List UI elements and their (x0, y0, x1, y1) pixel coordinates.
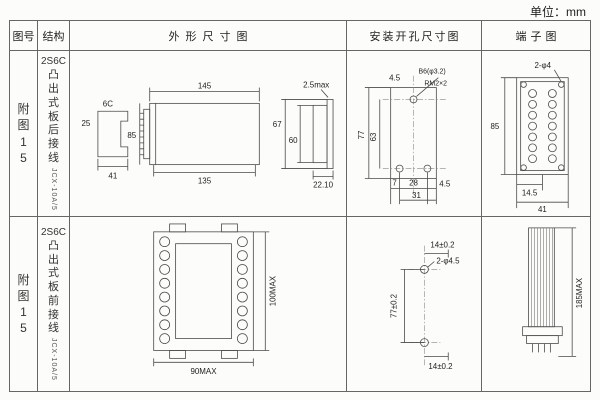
row1-model: 2S6C (40, 56, 66, 68)
drawing-table: 图号 结构 外形尺寸图 安装开孔尺寸图 端子图 附图15 2S6C 凸出式板后接… (9, 20, 591, 392)
dim-63: 63 (369, 131, 378, 140)
row2-structure-cell: 2S6C 凸出式板前接线 JCX-10A/5 (38, 217, 70, 391)
side-view (281, 88, 334, 179)
row2-install-drawing: 14±0.2 2-φ4.5 77±0.2 14±0.2 (390, 241, 461, 372)
dim-14-top: 14±0.2 (430, 241, 454, 250)
dim-31: 31 (412, 191, 421, 200)
row1-terminal-drawing: 2-φ4 85 14.5 41 (490, 60, 569, 214)
dim-22-10: 22.10 (313, 180, 334, 189)
dim-6c: 6C (103, 99, 113, 108)
row1-structure-cell: 2S6C 凸出式板后接线 JCX-10A/5 (38, 51, 70, 217)
row2-outline-drawing: 100MAX 90MAX (153, 223, 277, 376)
front-wiring-view (153, 223, 270, 367)
col-header-outline-label: 外形尺寸图 (168, 30, 254, 43)
row1-outline-drawing: 6C 25 41 85 1 (82, 80, 334, 189)
dim-67: 67 (273, 120, 282, 129)
row1-figure-number: 附图15 (17, 102, 30, 165)
dim-90max: 90MAX (190, 367, 217, 376)
dim-14-5: 14.5 (521, 188, 537, 197)
col-header-outline: 外形尺寸图 (70, 21, 347, 51)
dim-100max: 100MAX (268, 275, 277, 306)
col-header-fig-no: 图号 (10, 21, 38, 51)
row1-outline-cell: 6C 25 41 85 1 (70, 51, 347, 217)
dim-2-phi4: 2-φ4 (534, 60, 551, 69)
dim-145: 145 (198, 81, 212, 90)
dim-41: 41 (108, 171, 117, 180)
dim-41-terminal: 41 (538, 205, 547, 214)
front-view (139, 87, 260, 176)
side-profile (521, 227, 576, 357)
row2-install-cell: 14±0.2 2-φ4.5 77±0.2 14±0.2 (347, 217, 482, 391)
dim-2-5max: 2.5max (303, 80, 329, 89)
row2-figure-number-cell: 附图15 (10, 217, 38, 391)
dim-14-bottom: 14±0.2 (428, 362, 452, 371)
dim-25: 25 (82, 119, 91, 128)
terminal-block (500, 69, 569, 208)
bracket-view (97, 110, 129, 171)
col-header-structure-label: 结构 (42, 30, 65, 43)
row1-install-cell: 4.5 B6(φ3.2) RM2×2 77 63 7 28 4.5 31 (347, 51, 482, 217)
dim-85-terminal: 85 (490, 122, 499, 131)
col-header-terminal: 端子图 (482, 21, 590, 51)
row2-structure-text: 凸出式板前接线 (48, 239, 59, 335)
row2-terminal-cell: 185MAX (482, 217, 590, 391)
unit-label: 单位：mm (530, 5, 586, 19)
col-header-install: 安装开孔尺寸图 (347, 21, 482, 51)
mounting-plate (364, 75, 447, 204)
dim-185max: 185MAX (575, 277, 584, 308)
dim-2-phi4-5: 2-φ4.5 (436, 256, 460, 265)
col-header-install-label: 安装开孔尺寸图 (369, 30, 461, 43)
dim-7: 7 (392, 178, 396, 187)
row2-terminal-drawing: 185MAX (521, 227, 584, 357)
row1-figure-number-cell: 附图15 (10, 51, 38, 217)
dim-60: 60 (289, 135, 298, 144)
row1-type-code: JCX-10A/5 (50, 167, 57, 211)
dim-85: 85 (127, 130, 136, 139)
dim-4-5-top: 4.5 (389, 73, 401, 82)
dim-77: 77 (357, 130, 366, 139)
col-header-fig-no-label: 图号 (12, 30, 35, 43)
col-header-terminal-label: 端子图 (515, 30, 561, 43)
dim-77-vertical: 77±0.2 (390, 294, 399, 318)
row2-type-code: JCX-10A/5 (50, 338, 57, 382)
hole-spec-b6: B6(φ3.2) (418, 68, 445, 75)
row1-terminal-cell: 2-φ4 85 14.5 41 (482, 51, 590, 217)
drill-plan (400, 245, 449, 367)
row2-model: 2S6C (40, 226, 66, 238)
row2-outline-cell: 100MAX 90MAX (70, 217, 347, 391)
row2-figure-number: 附图15 (17, 272, 30, 336)
row1-install-drawing: 4.5 B6(φ3.2) RM2×2 77 63 7 28 4.5 31 (357, 68, 451, 204)
dim-28: 28 (409, 178, 418, 187)
thread-spec-rm2x2: RM2×2 (424, 80, 447, 87)
row1-structure-text: 凸出式板后接线 (48, 69, 59, 164)
dim-4-5-bottom: 4.5 (439, 179, 451, 188)
col-header-structure: 结构 (38, 21, 70, 51)
dim-135: 135 (198, 176, 212, 185)
